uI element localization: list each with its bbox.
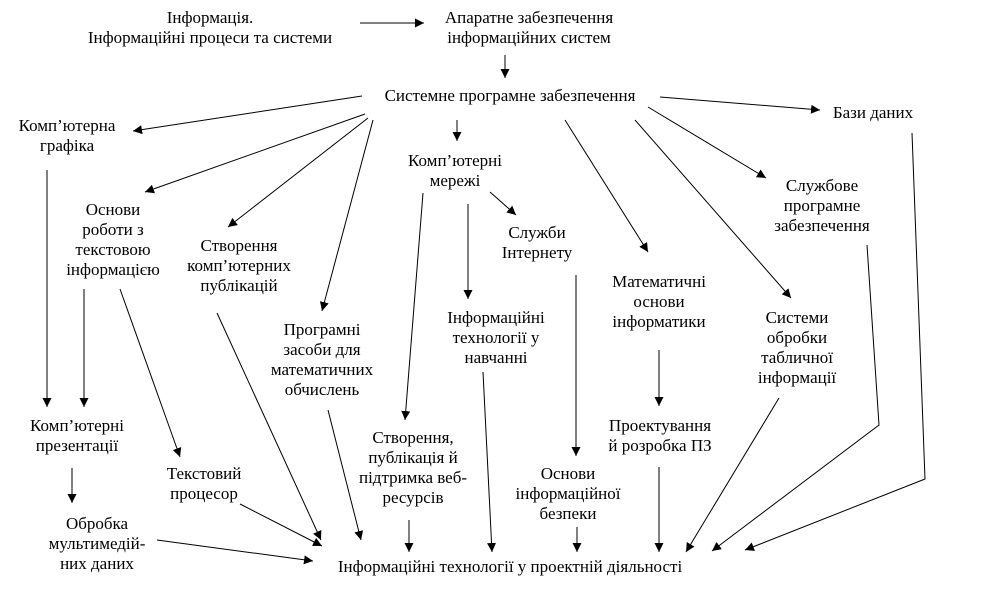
node-software-design: Проектування й розробка ПЗ bbox=[608, 416, 711, 456]
node-it-education-line-2: технології у bbox=[452, 328, 540, 347]
node-info-security-line-1: Основи bbox=[540, 464, 596, 483]
node-text-basics-line-1: Основи bbox=[85, 200, 141, 219]
node-publications-line-2: комп’ютерних bbox=[187, 256, 291, 275]
node-multimedia-line-2: мультимедій- bbox=[48, 534, 146, 553]
node-multimedia: Обробка мультимедій- них даних bbox=[49, 514, 146, 574]
arrow-system-sw-to-math-basics bbox=[564, 119, 649, 253]
arrow-networks-to-internet-services bbox=[489, 191, 517, 216]
node-text-basics-line-4: інформацією bbox=[66, 260, 160, 279]
node-computer-networks: Комп’ютерні мережі bbox=[408, 151, 502, 191]
node-publications: Створення комп’ютерних публікацій bbox=[187, 236, 291, 296]
node-it-education-line-3: навчанні bbox=[464, 348, 528, 367]
node-hardware: Апаратне забезпечення інформаційних сист… bbox=[445, 8, 613, 48]
node-info: Інформація. Інформаційні процеси та сист… bbox=[88, 8, 332, 48]
node-math-tools-line-1: Програмні bbox=[283, 320, 361, 339]
node-word-processor: Текстовий процесор bbox=[167, 464, 242, 504]
node-multimedia-line-3: них даних bbox=[60, 554, 134, 573]
node-it-projects-line-1: Інформаційні технології у проектній діял… bbox=[337, 557, 683, 576]
node-hardware-line-2: інформаційних систем bbox=[447, 28, 611, 47]
node-software-design-line-2: й розробка ПЗ bbox=[608, 436, 712, 455]
node-publications-line-3: публікацій bbox=[200, 276, 278, 295]
node-internet-services: Служби Інтернету bbox=[502, 223, 573, 263]
arrow-system-sw-to-spreadsheets bbox=[634, 119, 792, 299]
node-web-resources: Створення, публікація й підтримка веб- р… bbox=[359, 428, 467, 508]
node-utility-software-line-3: забезпечення bbox=[774, 216, 870, 235]
node-math-basics: Математичні основи інформатики bbox=[612, 272, 706, 332]
node-math-basics-line-2: основи bbox=[633, 292, 685, 311]
arrow-system-sw-to-math-tools bbox=[319, 119, 374, 312]
node-spreadsheets: Системи обробки табличної інформації bbox=[758, 308, 836, 388]
node-internet-services-line-1: Служби bbox=[508, 223, 566, 242]
node-internet-services-line-2: Інтернету bbox=[501, 243, 573, 262]
arrow-system-sw-to-utility-sw bbox=[647, 106, 767, 179]
node-computer-graphics-line-1: Комп’ютерна bbox=[18, 116, 116, 135]
arrow-publications-to-it-projects bbox=[216, 312, 322, 541]
node-word-processor-line-1: Текстовий bbox=[166, 464, 242, 483]
node-utility-software: Службове програмне забезпечення bbox=[774, 176, 869, 236]
node-info-security: Основи інформаційної безпеки bbox=[515, 464, 620, 524]
node-web-resources-line-2: публікація й bbox=[368, 448, 458, 467]
arrow-system-sw-to-graphics bbox=[132, 95, 363, 135]
arrow-networks-to-web bbox=[401, 192, 424, 421]
node-presentations-line-2: презентації bbox=[35, 436, 119, 455]
node-databases-line-1: Бази даних bbox=[832, 103, 914, 122]
arrow-it-education-to-it-projects bbox=[482, 371, 497, 553]
node-publications-line-1: Створення bbox=[200, 236, 278, 255]
arrow-system-sw-to-databases bbox=[659, 96, 821, 114]
node-databases: Бази даних bbox=[833, 103, 913, 123]
node-computer-graphics: Комп’ютерна графіка bbox=[19, 116, 116, 156]
node-it-education-line-1: Інформаційні bbox=[447, 308, 545, 327]
node-math-basics-line-1: Математичні bbox=[612, 272, 706, 291]
node-system-software: Системне програмне забезпечення bbox=[385, 86, 636, 106]
node-software-design-line-1: Проектування bbox=[608, 416, 712, 435]
node-text-basics: Основи роботи з текстовою інформацією bbox=[66, 200, 160, 280]
node-spreadsheets-line-2: обробки bbox=[766, 328, 828, 347]
node-it-education: Інформаційні технології у навчанні bbox=[447, 308, 544, 368]
node-info-line-1: Інформація. bbox=[166, 8, 254, 27]
arrow-spreadsheets-to-it-projects bbox=[685, 397, 780, 553]
node-info-security-line-2: інформаційної bbox=[515, 484, 621, 503]
node-spreadsheets-line-1: Системи bbox=[765, 308, 829, 327]
node-computer-networks-line-1: Комп’ютерні bbox=[408, 151, 502, 170]
node-math-tools-line-2: засоби для bbox=[283, 340, 361, 359]
arrow-multimedia-to-it-projects bbox=[156, 539, 314, 565]
node-computer-graphics-line-2: графіка bbox=[39, 136, 95, 155]
node-computer-networks-line-2: мережі bbox=[429, 171, 481, 190]
arrow-word-processor-to-it-projects bbox=[239, 503, 323, 547]
node-it-projects: Інформаційні технології у проектній діял… bbox=[338, 557, 682, 577]
node-math-basics-line-3: інформатики bbox=[612, 312, 706, 331]
node-hardware-line-1: Апаратне забезпечення bbox=[444, 8, 614, 27]
node-text-basics-line-3: текстовою bbox=[75, 240, 151, 259]
node-utility-software-line-1: Службове bbox=[785, 176, 859, 195]
node-info-security-line-3: безпеки bbox=[539, 504, 597, 523]
arrow-math-tools-to-it-projects bbox=[327, 409, 364, 541]
node-multimedia-line-1: Обробка bbox=[65, 514, 129, 533]
node-math-tools-line-4: обчислень bbox=[284, 380, 360, 399]
node-web-resources-line-1: Створення, bbox=[372, 428, 454, 447]
node-web-resources-line-3: підтримка веб- bbox=[358, 468, 468, 487]
arrow-system-sw-to-publications bbox=[227, 117, 369, 228]
node-spreadsheets-line-4: інформації bbox=[757, 368, 837, 387]
node-presentations: Комп’ютерні презентації bbox=[30, 416, 124, 456]
node-math-tools-line-3: математичних bbox=[270, 360, 374, 379]
node-presentations-line-1: Комп’ютерні bbox=[30, 416, 124, 435]
arrow-system-sw-to-text-basics bbox=[144, 113, 366, 194]
arrow-text-basics-to-word-processor bbox=[119, 288, 182, 458]
arrow-databases-to-it-projects bbox=[744, 132, 926, 551]
node-utility-software-line-2: програмне bbox=[783, 196, 861, 215]
node-web-resources-line-4: ресурсів bbox=[382, 488, 444, 507]
arrow-utility-sw-to-it-projects bbox=[711, 244, 880, 552]
node-spreadsheets-line-3: табличної bbox=[761, 348, 833, 367]
node-system-software-line-1: Системне програмне забезпечення bbox=[384, 86, 636, 105]
node-math-tools: Програмні засоби для математичних обчисл… bbox=[271, 320, 373, 400]
node-word-processor-line-2: процесор bbox=[170, 484, 238, 503]
node-info-line-2: Інформаційні процеси та системи bbox=[87, 28, 333, 47]
node-text-basics-line-2: роботи з bbox=[82, 220, 144, 239]
